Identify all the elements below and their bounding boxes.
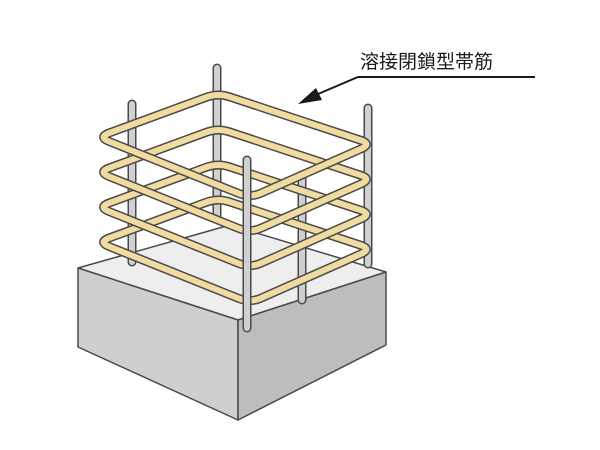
hoop-ring (99, 125, 371, 236)
leader-line (317, 76, 535, 95)
hoop-ring (99, 195, 371, 306)
hoop-label: 溶接閉鎖型帯筋 (360, 51, 493, 73)
hoop-ring (99, 90, 371, 201)
hoop-ring (99, 160, 371, 271)
welded-closed-hoops (99, 90, 371, 306)
label-leader (298, 76, 535, 104)
concrete-right-face (237, 271, 387, 421)
concrete-base (77, 224, 387, 421)
leader-arrowhead (298, 88, 322, 104)
